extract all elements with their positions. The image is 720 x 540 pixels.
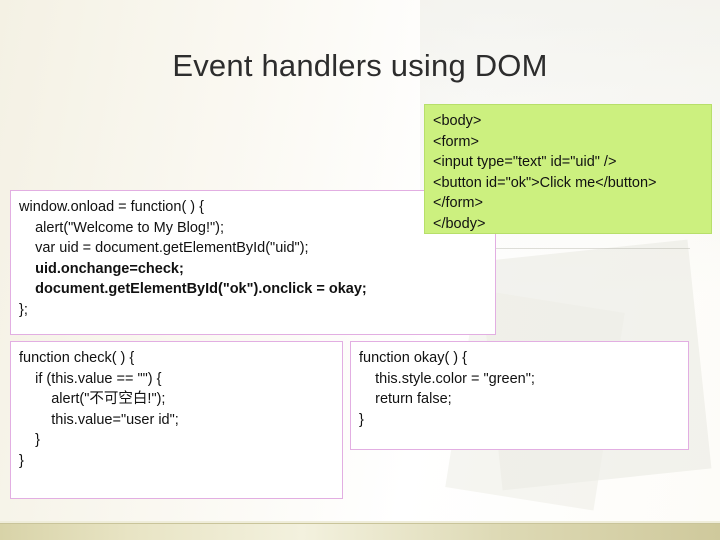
html-line-3: <input type="text" id="uid" />: [433, 154, 617, 171]
main-script-line-3: var uid = document.getElementById("uid")…: [19, 240, 309, 257]
html-line-5: </form>: [433, 195, 483, 212]
html-line-6: </body>: [433, 215, 486, 232]
check-line-6: }: [19, 452, 24, 469]
check-line-1: function check( ) {: [19, 350, 135, 366]
html-line-2: <form>: [433, 133, 479, 150]
html-markup-code-block: <body> <form> <input type="text" id="uid…: [424, 104, 712, 234]
check-function-code-block: function check( ) { if (this.value == ""…: [10, 341, 343, 499]
html-line-1: <body>: [433, 113, 482, 129]
html-line-4: <button id="ok">Click me</button>: [433, 174, 657, 191]
main-script-line-1: window.onload = function( ) {: [19, 199, 204, 215]
footer-bar: [0, 523, 720, 540]
main-script-line-2: alert("Welcome to My Blog!");: [19, 219, 225, 236]
main-script-line-6: };: [19, 301, 28, 318]
check-line-2: if (this.value == "") {: [19, 370, 162, 387]
okay-line-4: }: [359, 411, 364, 428]
page-title: Event handlers using DOM: [172, 48, 548, 83]
check-line-5: }: [19, 432, 40, 449]
footer-accent-line: [0, 521, 720, 524]
check-line-4: this.value="user id";: [19, 411, 179, 428]
main-script-line-4: uid.onchange=check;: [19, 260, 184, 277]
okay-line-2: this.style.color = "green";: [359, 370, 535, 387]
okay-line-1: function okay( ) {: [359, 350, 467, 366]
check-line-3: alert("不可空白!");: [19, 391, 166, 408]
okay-function-code-block: function okay( ) { this.style.color = "g…: [350, 341, 689, 450]
main-script-code-block: window.onload = function( ) { alert("Wel…: [10, 190, 496, 335]
main-script-line-5: document.getElementById("ok").onclick = …: [19, 281, 367, 298]
okay-line-3: return false;: [359, 391, 452, 408]
